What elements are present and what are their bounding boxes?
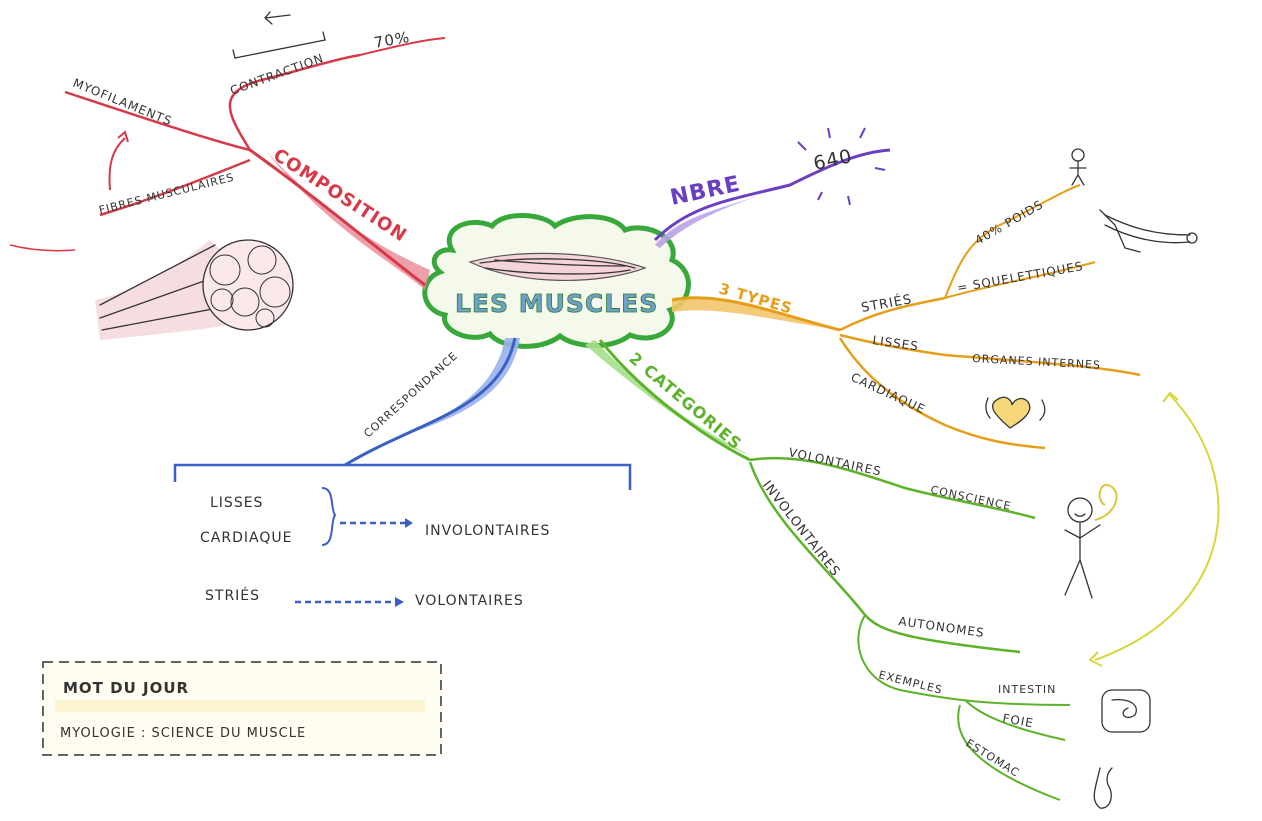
categories-branch-fill bbox=[585, 340, 750, 455]
correspondance-label: CORRESPONDANCE bbox=[361, 349, 460, 440]
mot-du-jour-title: MOT DU JOUR bbox=[63, 679, 189, 697]
corr-brace bbox=[321, 487, 337, 546]
branch-categories[interactable]: 2 CATEGORIES VOLONTAIRES CONSCIENCE INVO… bbox=[585, 339, 1151, 809]
categories-involontaires-label: INVOLONTAIRES bbox=[759, 478, 843, 580]
types-cardiaque-label: CARDIAQUE bbox=[849, 370, 928, 417]
percent-label: 70% bbox=[373, 28, 412, 52]
branch-nbre[interactable]: NBRE 640 bbox=[653, 127, 891, 248]
nbre-value: 640 bbox=[811, 145, 854, 175]
types-lisses-label: LISSES bbox=[872, 333, 920, 353]
stomach-icon bbox=[1093, 767, 1113, 809]
central-node[interactable]: LES MUSCLES bbox=[422, 212, 691, 349]
branch-composition[interactable]: COMPOSITION MYOFILAMENTS CONTRACTION 70%… bbox=[9, 11, 446, 340]
center-title: LES MUSCLES bbox=[455, 289, 658, 318]
double-arrow bbox=[1088, 391, 1220, 667]
corr-volontaires-label: VOLONTAIRES bbox=[415, 593, 524, 609]
fibres-label: FIBRES MUSCULAIRES bbox=[98, 171, 236, 217]
composition-label: COMPOSITION bbox=[269, 145, 410, 247]
types-poids-label: 40% POIDS bbox=[973, 197, 1046, 247]
corr-stries-label: STRIÉS bbox=[205, 587, 260, 604]
categories-foie-label: FOIE bbox=[1001, 711, 1034, 730]
categories-label: 2 CATEGORIES bbox=[625, 349, 745, 454]
types-squelettiques-label: = SQUELETTIQUES bbox=[956, 259, 1084, 295]
corr-cardiaque-label: CARDIAQUE bbox=[200, 530, 292, 546]
myofilaments-label: MYOFILAMENTS bbox=[71, 76, 174, 129]
composition-branch-line bbox=[249, 148, 426, 287]
types-branch-fill bbox=[672, 297, 840, 330]
bone-icon bbox=[1099, 209, 1198, 253]
contraction-arrow-sketch bbox=[232, 11, 326, 59]
branch-correspondance[interactable]: CORRESPONDANCE LISSES CARDIAQUE INVOLONT… bbox=[173, 337, 632, 609]
intestine-icon bbox=[1101, 689, 1151, 733]
corr-lisses-label: LISSES bbox=[210, 495, 263, 511]
categories-intestin-label: INTESTIN bbox=[998, 683, 1056, 696]
categories-volontaires-label: VOLONTAIRES bbox=[787, 445, 883, 478]
correspondance-branch-fill bbox=[390, 338, 520, 440]
sparkle-icon bbox=[797, 127, 886, 206]
heart-icon bbox=[985, 396, 1046, 429]
muscle-fiber-bundle-sketch bbox=[95, 239, 294, 340]
muscle-sketch bbox=[468, 252, 647, 281]
categories-estomac-label: ESTOMAC bbox=[963, 737, 1021, 780]
contraction-label: CONTRACTION bbox=[228, 51, 325, 98]
mot-du-jour-definition: MYOLOGIE : SCIENCE DU MUSCLE bbox=[60, 726, 306, 741]
corr-involontaires-label: INVOLONTAIRES bbox=[425, 523, 550, 539]
types-organes-label: ORGANES INTERNES bbox=[972, 352, 1101, 372]
lightbulb-loop bbox=[1094, 483, 1118, 521]
correspondance-bracket bbox=[173, 463, 632, 490]
person-icon bbox=[1064, 497, 1101, 599]
categories-conscience-label: CONSCIENCE bbox=[929, 483, 1012, 513]
stick-figure-icon bbox=[1069, 148, 1087, 186]
mot-du-jour-box: MOT DU JOUR MYOLOGIE : SCIENCE DU MUSCLE bbox=[42, 661, 442, 756]
